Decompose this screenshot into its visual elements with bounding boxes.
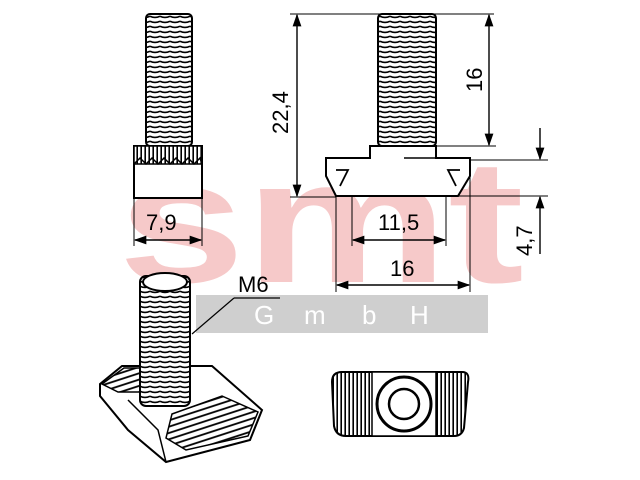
dimension-label-4-7: 4,7	[512, 225, 537, 256]
dimension-thread-length: 16	[436, 13, 496, 147]
front-view-thread	[377, 13, 437, 147]
bottom-view-hole-inner	[387, 387, 421, 421]
side-view-nut-serration	[133, 156, 203, 166]
dimension-label-16-head: 16	[390, 256, 414, 281]
bolt-side-view	[133, 13, 203, 199]
bolt-front-view	[325, 13, 471, 197]
dimension-head-width: 16	[335, 176, 471, 292]
iso-head-ribs-right	[165, 395, 259, 451]
dimension-label-16-thread: 16	[462, 68, 487, 92]
dimension-neck-width: 11,5	[351, 196, 447, 246]
dimension-label-7-9: 7,9	[146, 210, 177, 235]
dimension-label-11-5: 11,5	[378, 210, 419, 235]
front-view-head-right-notch	[446, 169, 460, 187]
watermark-band	[196, 295, 488, 333]
front-view-head-left-notch	[336, 169, 350, 187]
iso-shaft-thread	[139, 275, 191, 407]
watermark-letter-g: G	[254, 300, 274, 330]
bolt-bottom-view	[330, 371, 470, 437]
bolt-isometric-view	[99, 272, 264, 464]
dimension-total-height: 22,4	[268, 13, 494, 198]
dimension-label-22-4: 22,4	[268, 91, 293, 134]
iso-shaft-tip	[142, 272, 188, 292]
iso-head-face	[127, 399, 167, 463]
callout-label-m6: M6	[238, 272, 269, 297]
callout-thread-size: M6	[191, 272, 280, 335]
dimension-head-height: 4,7	[458, 128, 548, 256]
watermark-letter-h: H	[410, 300, 429, 330]
dimension-nut-width: 7,9	[133, 198, 203, 246]
watermark-letter-m: m	[304, 300, 326, 330]
watermark-letter-b: b	[362, 300, 376, 330]
side-view-thread	[145, 13, 193, 147]
